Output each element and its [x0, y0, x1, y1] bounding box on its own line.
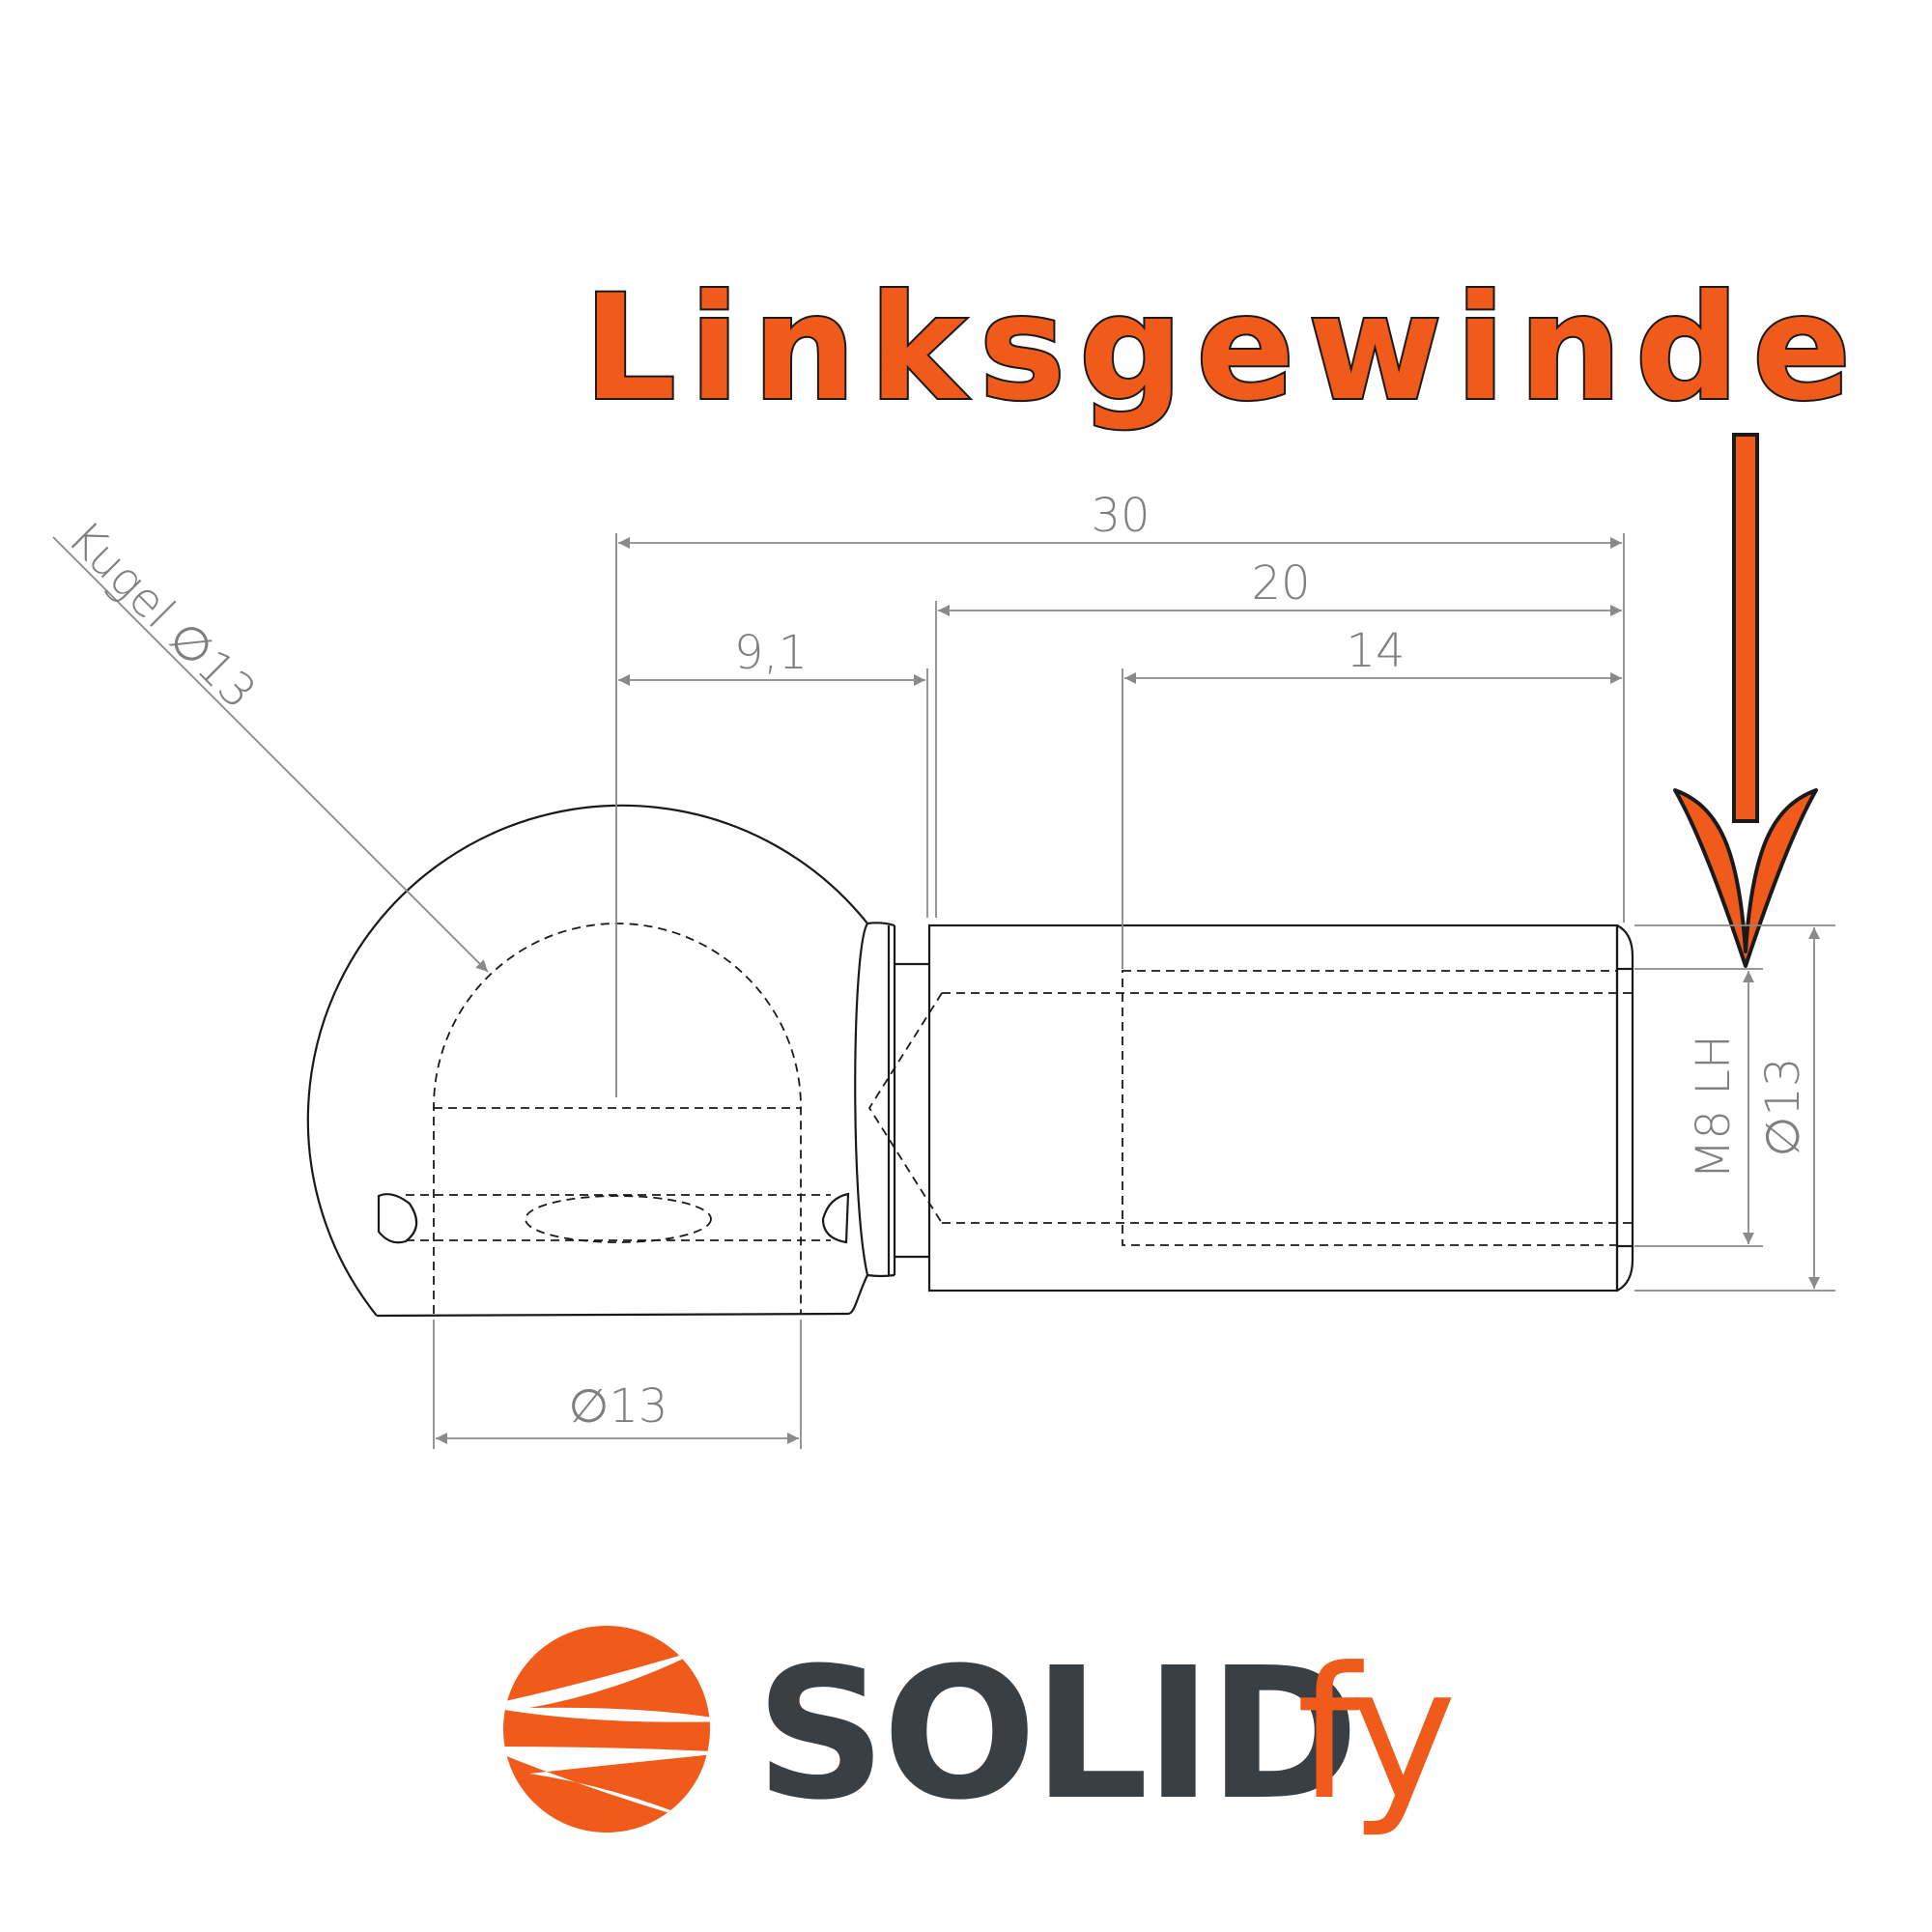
orange-sphere-logo-icon [503, 1626, 710, 1833]
dimension-shank-diameter: ∅13 [1634, 924, 1835, 1292]
threaded-shank-outline [927, 923, 1634, 1293]
dimension-thread-size: M8 LH [1634, 968, 1763, 1247]
svg-text:∅13: ∅13 [569, 1379, 668, 1434]
svg-text:∅13: ∅13 [1756, 1058, 1810, 1157]
brand-name-fy: fy [1296, 1629, 1452, 1840]
dimension-ball-offset: 9,1 [618, 626, 928, 918]
dimension-overall-length: 30 [615, 489, 1625, 923]
dimension-ball-diameter: ∅13 [433, 1320, 802, 1449]
ball-diameter-leader: Kugel ∅13 [52, 511, 489, 973]
threaded-bore-hidden-lines [867, 970, 1633, 1246]
brand-name-solid: SOLID [755, 1629, 1355, 1840]
dimension-thread-depth: 14 [1122, 624, 1622, 969]
dimension-thread-length: 20 [935, 556, 1622, 918]
svg-text:14: 14 [1346, 624, 1405, 678]
ball-hidden-lines [406, 923, 831, 1314]
cross-pin-ends [377, 1192, 850, 1244]
svg-text:Kugel ∅13: Kugel ∅13 [58, 511, 267, 720]
svg-text:M8 LH: M8 LH [1687, 1035, 1741, 1179]
ball-socket-outline [306, 804, 929, 1318]
left-hand-thread-callout: Linksgewinde [583, 265, 1864, 433]
callout-arrow-icon [1673, 433, 1818, 968]
svg-text:30: 30 [1091, 489, 1150, 543]
svg-text:20: 20 [1251, 556, 1310, 611]
svg-text:9,1: 9,1 [734, 626, 808, 680]
